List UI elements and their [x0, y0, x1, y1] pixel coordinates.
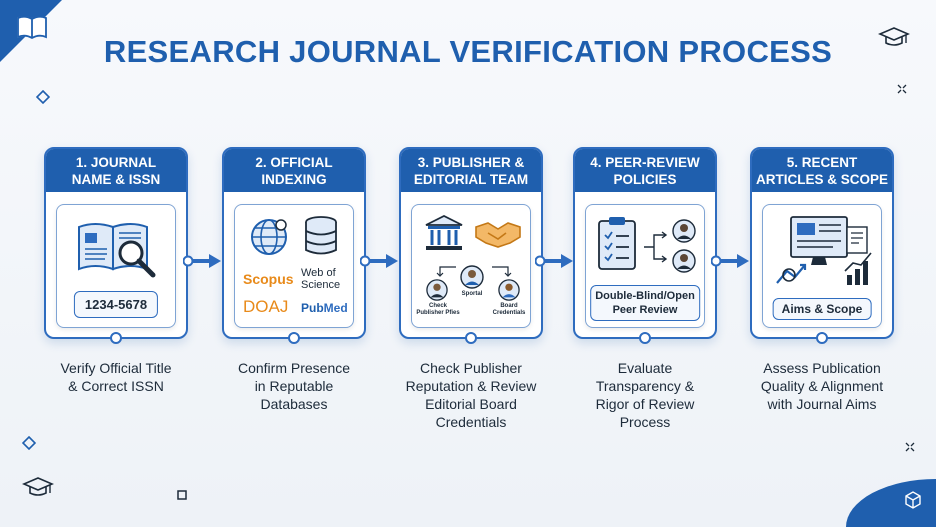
description-line: Credentials [435, 414, 507, 430]
reviewer-icon-top [672, 219, 696, 243]
sparkle-decoration [897, 84, 907, 94]
person-icon-right [498, 279, 520, 301]
step-description-3: Check Publisher Reputation & Review Edit… [386, 359, 556, 431]
step-header: 1. JOURNAL NAME & ISSN [46, 149, 186, 192]
step-header-line: NAME & ISSN [71, 172, 161, 187]
monitor-chart-icon [776, 216, 872, 285]
description-line: Process [619, 414, 671, 430]
person-label-line: Credentials [492, 310, 526, 316]
doaj-logo: DOAJ [243, 297, 289, 316]
flow-arrow-4 [711, 254, 749, 268]
database-icon [305, 216, 337, 255]
diamond-decoration [36, 90, 50, 104]
scopus-logo: Scopus [243, 271, 294, 287]
description-line: Transparency & [595, 378, 695, 394]
wos-line: Science [301, 279, 341, 291]
step-card-journal-name: 1. JOURNAL NAME & ISSN 1234-5678 [44, 147, 188, 344]
description-line: & Correct ISSN [68, 378, 164, 394]
square-decoration [177, 490, 187, 500]
step-card-publisher-editorial: 3. PUBLISHER & EDITORIAL TEAM [399, 147, 543, 344]
flow-arrow-1 [183, 254, 221, 268]
review-flow-arrows-icon [644, 231, 668, 263]
web-of-science-logo: Web of Science [301, 267, 340, 291]
step-header: 4. PEER-REVIEW POLICIES [575, 149, 715, 192]
step-illustration: Aims & Scope [762, 204, 882, 328]
step-header-line: 4. PEER-REVIEW [590, 155, 700, 170]
review-type-badge: Double-Blind/Open Peer Review [590, 285, 700, 321]
connector-dot [639, 332, 651, 344]
pubmed-b: Med [323, 301, 348, 315]
sparkle-decoration [905, 442, 915, 452]
description-line: Reputation & Review [405, 378, 537, 394]
step-header-line: 2. OFFICIAL [255, 155, 333, 170]
connector-dot [816, 332, 828, 344]
description-line: Editorial Board [425, 396, 517, 412]
step-header: 2. OFFICIAL INDEXING [224, 149, 364, 192]
graduation-cap-icon-bottom [22, 477, 54, 496]
handshake-icon [475, 222, 521, 248]
step-header-line: 5. RECENT [786, 155, 858, 170]
review-type-line: Double-Blind/Open [595, 290, 695, 302]
person-icon-left [426, 279, 448, 301]
aims-scope-badge: Aims & Scope [772, 298, 872, 320]
description-line: Evaluate [617, 360, 673, 376]
description-line: with Journal Aims [767, 396, 877, 412]
step-header-line: EDITORIAL TEAM [413, 172, 529, 187]
person-icon-center [460, 265, 484, 289]
step-description-4: Evaluate Transparency & Rigor of Review … [560, 359, 730, 431]
step-header-line: ARTICLES & SCOPE [756, 172, 889, 187]
book-icon [17, 15, 47, 40]
review-type-line: Peer Review [612, 304, 678, 316]
diamond-decoration [22, 436, 36, 450]
description-line: Databases [260, 396, 328, 412]
step-header-line: 1. JOURNAL [75, 155, 157, 170]
graduation-cap-icon [878, 27, 910, 46]
person-label-left: Check Publisher Pfies [414, 303, 462, 317]
building-icon [425, 214, 463, 250]
connector-dot [288, 332, 300, 344]
description-line: in Reputable [254, 378, 334, 394]
clipboard-icon [598, 217, 636, 270]
step-illustration: Sportal Check Publisher Pfies Board Cred… [411, 204, 531, 328]
reviewer-icon-bottom [672, 249, 696, 273]
step-description-2: Confirm Presence in Reputable Databases [209, 359, 379, 413]
description-line: Confirm Presence [237, 360, 351, 376]
step-card-peer-review: 4. PEER-REVIEW POLICIES Double-Blind/Ope… [573, 147, 717, 344]
wos-line: Web of [301, 267, 336, 279]
step-header-line: INDEXING [261, 172, 327, 187]
flow-arrow-3 [535, 254, 573, 268]
person-label-line: Board [500, 303, 518, 309]
description-line: Check Publisher [420, 360, 522, 376]
connector-dot [110, 332, 122, 344]
cube-icon [905, 491, 921, 509]
step-illustration: 1234-5678 [56, 204, 176, 328]
step-header-line: 3. PUBLISHER & [417, 155, 525, 170]
step-header: 5. RECENT ARTICLES & SCOPE [752, 149, 892, 192]
globe-icon [251, 219, 287, 255]
step-card-official-indexing: 2. OFFICIAL INDEXING Scopus Web of Scien… [222, 147, 366, 344]
step-description-5: Assess Publication Quality & Alignment w… [737, 359, 907, 413]
description-line: Verify Official Title [60, 360, 172, 376]
step-card-recent-articles: 5. RECENT ARTICLES & SCOPE Aims & Scope [750, 147, 894, 344]
person-label-line: Check [428, 303, 447, 309]
step-illustration: Double-Blind/Open Peer Review [585, 204, 705, 328]
pubmed-logo: PubMed [301, 301, 348, 315]
step-header: 3. PUBLISHER & EDITORIAL TEAM [401, 149, 541, 192]
connector-dot [465, 332, 477, 344]
person-label-line: Publisher Pfies [416, 310, 460, 316]
pubmed-a: Pub [301, 301, 324, 315]
flow-arrow-2 [360, 254, 398, 268]
process-arrows-icon [436, 266, 512, 277]
issn-badge: 1234-5678 [73, 291, 159, 318]
page-title: RESEARCH JOURNAL VERIFICATION PROCESS [103, 34, 833, 69]
description-line: Rigor of Review [595, 396, 695, 412]
open-book-magnifier-icon [78, 223, 156, 278]
description-line: Quality & Alignment [760, 378, 884, 394]
description-line: Assess Publication [763, 360, 881, 376]
person-label-right: Board Credentials [486, 303, 532, 317]
step-header-line: POLICIES [613, 172, 677, 187]
step-description-1: Verify Official Title & Correct ISSN [31, 359, 201, 395]
step-illustration: Scopus Web of Science DOAJ PubMed [234, 204, 354, 328]
person-label-center: Sportal [461, 291, 483, 297]
